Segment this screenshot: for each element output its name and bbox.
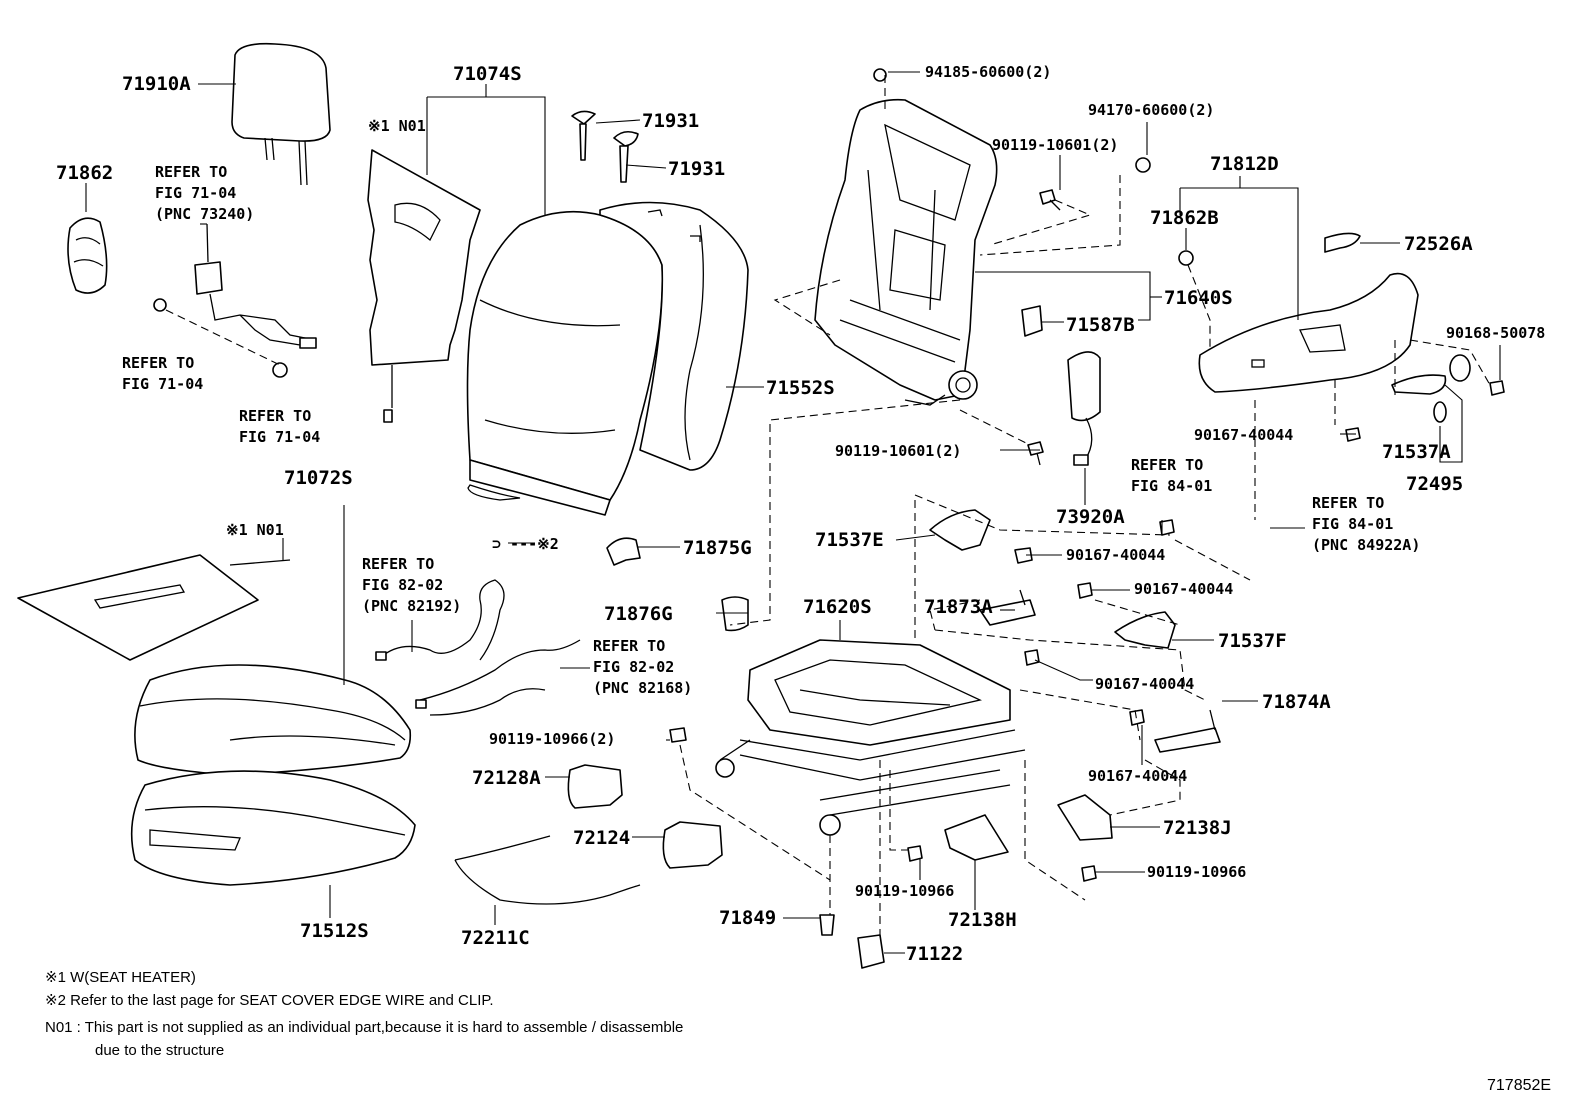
- part-labels: 71910A 71862 71074S ※1 N01 71931 71931 7…: [56, 63, 1545, 965]
- seatbelt-buckle-drawing: [153, 223, 317, 378]
- refer-fig-84-01-pnc-84922A: REFER TO FIG 84-01 (PNC 84922A): [1312, 494, 1420, 554]
- label-71122: 71122: [906, 943, 963, 965]
- dashed-assembly-lines: [679, 75, 1491, 940]
- bolts-back-drawing: [1027, 189, 1061, 466]
- side-shield-drawing: [1178, 232, 1419, 393]
- label-71862B: 71862B: [1150, 207, 1219, 229]
- label-72124: 72124: [573, 827, 630, 849]
- wire-harness-drawing: [375, 579, 581, 716]
- note2-marker-text: ※2: [537, 535, 559, 553]
- footnote-n01: N01 : This part is not supplied as an in…: [45, 1019, 683, 1036]
- label-72138H: 72138H: [948, 909, 1017, 931]
- label-71074S: 71074S: [453, 63, 522, 85]
- label-71537F: 71537F: [1218, 630, 1287, 652]
- label-72138J: 72138J: [1163, 817, 1232, 839]
- covers-drawing: [567, 727, 723, 869]
- refer-fig-82-02-pnc-82192: REFER TO FIG 82-02 (PNC 82192): [362, 555, 461, 615]
- refer-fig-71-04-left: REFER TO FIG 71-04: [122, 354, 203, 393]
- label-71849: 71849: [719, 907, 776, 929]
- bolt-71849-drawing: [819, 914, 885, 969]
- side-airbag-drawing: [1067, 351, 1101, 466]
- label-note2-marker: ⊃ ---※2: [492, 535, 559, 553]
- label-72128A: 72128A: [472, 767, 541, 789]
- footnote-edge-wire: ※2 Refer to the last page for SEAT COVER…: [45, 992, 494, 1009]
- brackets-drawing: [979, 589, 1221, 753]
- label-94170-60600: 94170-60600(2): [1088, 101, 1214, 119]
- label-71875G: 71875G: [683, 537, 752, 559]
- refer-fig-71-04-pnc-73240: REFER TO FIG 71-04 (PNC 73240): [155, 163, 254, 223]
- label-71537E: 71537E: [815, 529, 884, 551]
- label-71873A: 71873A: [924, 596, 993, 618]
- label-71812D: 71812D: [1210, 153, 1279, 175]
- label-90167-40044-e: 90167-40044: [1088, 767, 1187, 785]
- label-71587B: 71587B: [1066, 314, 1135, 336]
- headrest-cover-drawing: [67, 217, 108, 294]
- seatback-frame-drawing: [814, 68, 1151, 406]
- label-71640S: 71640S: [1164, 287, 1233, 309]
- covers-72138-drawing: [907, 794, 1113, 882]
- label-71537A: 71537A: [1382, 441, 1451, 463]
- refer-fig-82-02-pnc-82168: REFER TO FIG 82-02 (PNC 82168): [593, 637, 692, 697]
- label-90119-10966-2: 90119-10966(2): [489, 730, 615, 748]
- leader-lines: [85, 71, 1501, 954]
- label-71512S: 71512S: [300, 920, 369, 942]
- label-90119-10966-right: 90119-10966: [1147, 863, 1246, 881]
- footnote-seat-heater: ※1 W(SEAT HEATER): [45, 969, 196, 986]
- refer-fig-71-04-right: REFER TO FIG 71-04: [239, 407, 320, 446]
- figure-code: 717852E: [1487, 1077, 1551, 1094]
- cushion-cover-drawing: [130, 664, 416, 886]
- note2-curl: ⊃ ---: [492, 535, 537, 553]
- seatback-heater-drawing: [367, 149, 481, 423]
- label-90168-50078: 90168-50078: [1446, 324, 1545, 342]
- label-90119-10601-upper: 90119-10601(2): [992, 136, 1118, 154]
- hooks-drawing: [606, 509, 1176, 649]
- label-n01-mid: ※1 N01: [226, 521, 284, 539]
- footnotes: ※1 W(SEAT HEATER) ※2 Refer to the last p…: [45, 969, 1551, 1094]
- refer-fig-84-01: REFER TO FIG 84-01: [1131, 456, 1212, 495]
- label-71910A: 71910A: [122, 73, 191, 95]
- label-71876G: 71876G: [604, 603, 673, 625]
- label-72495: 72495: [1406, 473, 1463, 495]
- label-71552S: 71552S: [766, 377, 835, 399]
- edge-wire-drawing: [454, 835, 641, 905]
- label-90119-10601-lower: 90119-10601(2): [835, 442, 961, 460]
- label-71072S: 71072S: [284, 467, 353, 489]
- label-72211C: 72211C: [461, 927, 530, 949]
- clips-71931-drawing: [571, 110, 639, 183]
- label-n01-top: ※1 N01: [368, 117, 426, 135]
- headrest-drawing: [231, 42, 331, 186]
- label-73920A: 73920A: [1056, 506, 1125, 528]
- label-94185-60600: 94185-60600(2): [925, 63, 1051, 81]
- label-71862: 71862: [56, 162, 113, 184]
- footnote-n01-cont: due to the structure: [95, 1042, 224, 1059]
- label-90167-40044-c: 90167-40044: [1134, 580, 1233, 598]
- label-90167-40044-d: 90167-40044: [1095, 675, 1194, 693]
- reference-notes: REFER TO FIG 71-04 (PNC 73240) REFER TO …: [122, 163, 1420, 697]
- label-90167-40044-b: 90167-40044: [1066, 546, 1165, 564]
- label-90167-40044-a: 90167-40044: [1194, 426, 1293, 444]
- label-71620S: 71620S: [803, 596, 872, 618]
- label-90119-10966-center: 90119-10966: [855, 882, 954, 900]
- cushion-heater-drawing: [17, 554, 291, 661]
- recliner-lever-drawing: [1345, 354, 1505, 442]
- label-71931-lower: 71931: [668, 158, 725, 180]
- bracket-71587B-drawing: [1021, 305, 1043, 337]
- seat-frame-drawing: [715, 639, 1026, 836]
- label-71874A: 71874A: [1262, 691, 1331, 713]
- seatback-pad-drawing: [466, 201, 749, 516]
- label-72526A: 72526A: [1404, 233, 1473, 255]
- label-71931-upper: 71931: [642, 110, 699, 132]
